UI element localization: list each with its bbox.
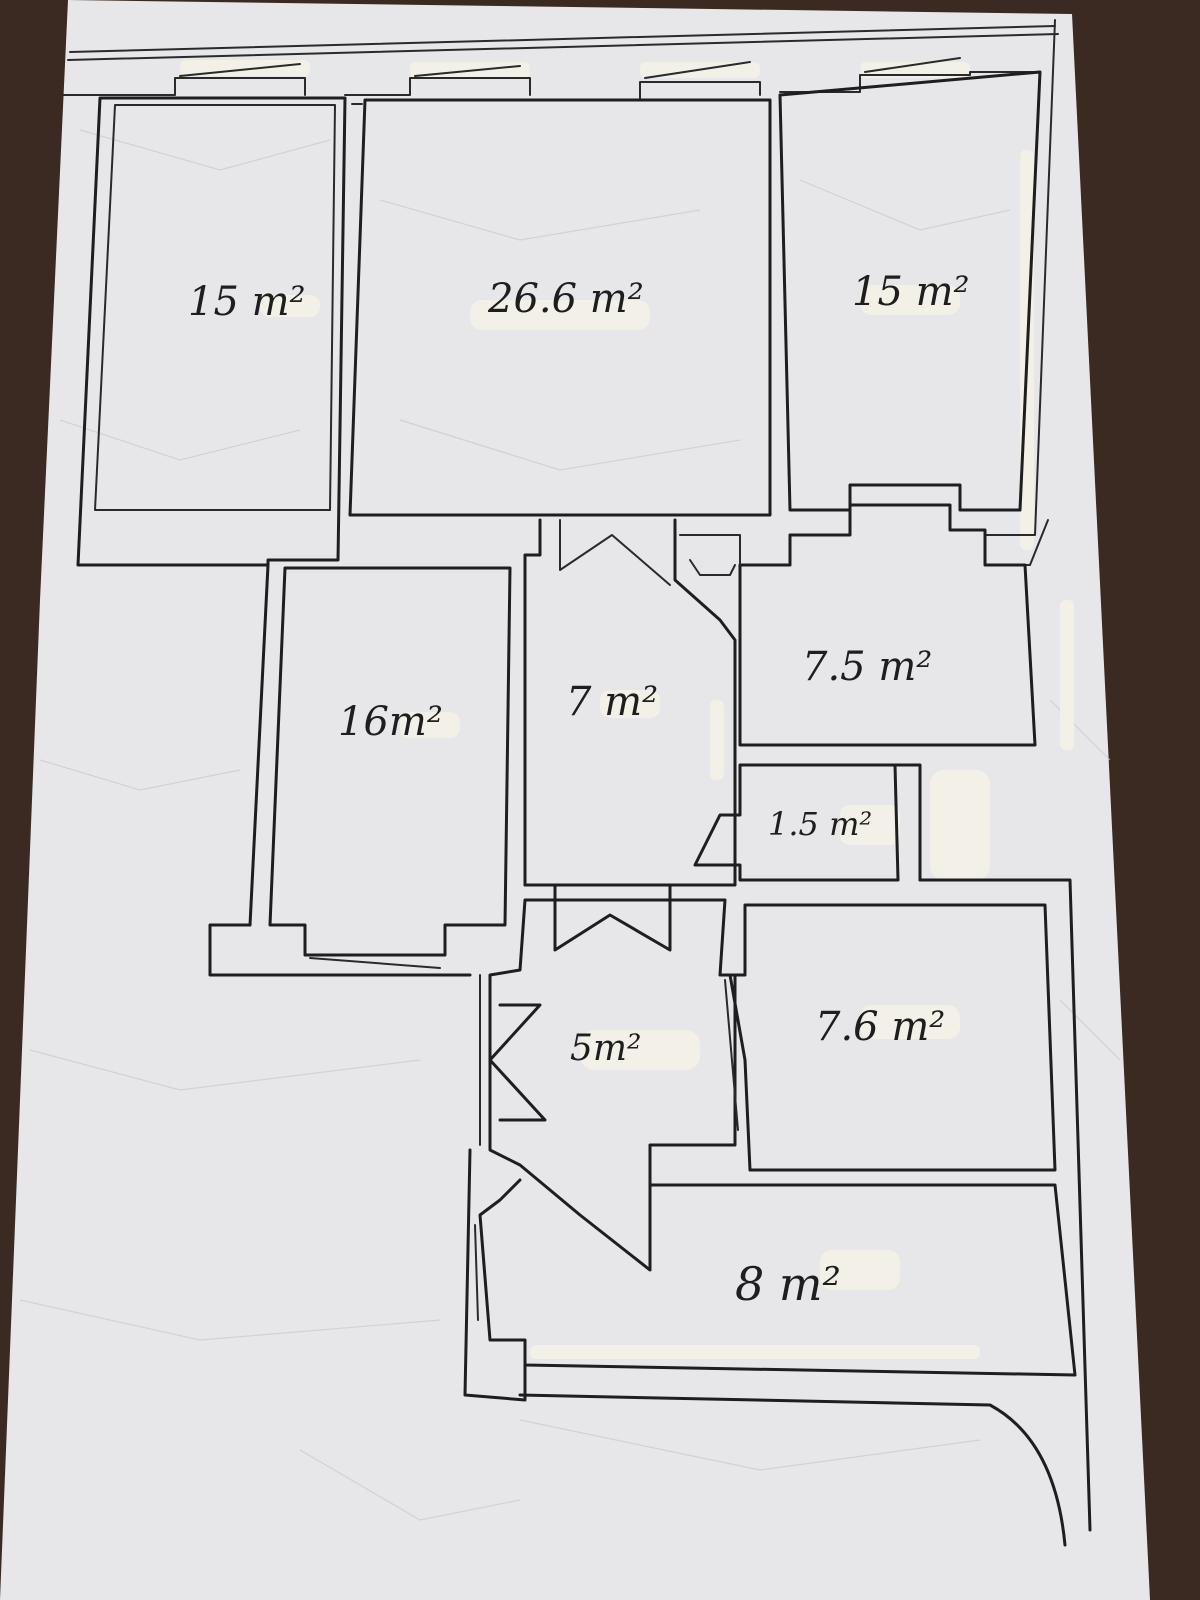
paper-sheet (0, 0, 1150, 1600)
room-right-7-5-walls (679, 503, 1037, 747)
room-right-7-5-label: 7.5 m² (802, 644, 932, 690)
room-center-hall-walls (523, 518, 737, 952)
white-out-marks (180, 60, 1074, 1359)
room-small-1-5-label: 1.5 m² (768, 805, 872, 843)
room-lower-hall-label: 5m² (570, 1028, 641, 1069)
room-middle-left-label: 16m² (338, 699, 443, 745)
room-labels: 15 m² 26.6 m² 15 m² 16m² 7 m² 7.5 m² 1.5… (188, 269, 970, 1311)
room-small-1-5-walls (693, 763, 1092, 1532)
room-center-hall-label: 7 m² (566, 679, 658, 725)
room-lower-hall-walls (479, 898, 737, 1272)
room-top-left-walls (76, 96, 347, 567)
facade-top (61, 25, 1059, 101)
room-right-7-6-walls (724, 903, 1057, 1172)
room-top-right-label: 15 m² (852, 269, 970, 315)
room-top-center-walls (348, 98, 772, 517)
room-middle-left-walls (208, 563, 512, 977)
room-right-7-6-label: 7.6 m² (815, 1004, 945, 1050)
room-bottom-label: 8 m² (735, 1257, 841, 1311)
room-bottom-walls (463, 1148, 1077, 1547)
room-top-left-label: 15 m² (188, 279, 306, 325)
room-top-center-label: 26.6 m² (487, 276, 644, 322)
